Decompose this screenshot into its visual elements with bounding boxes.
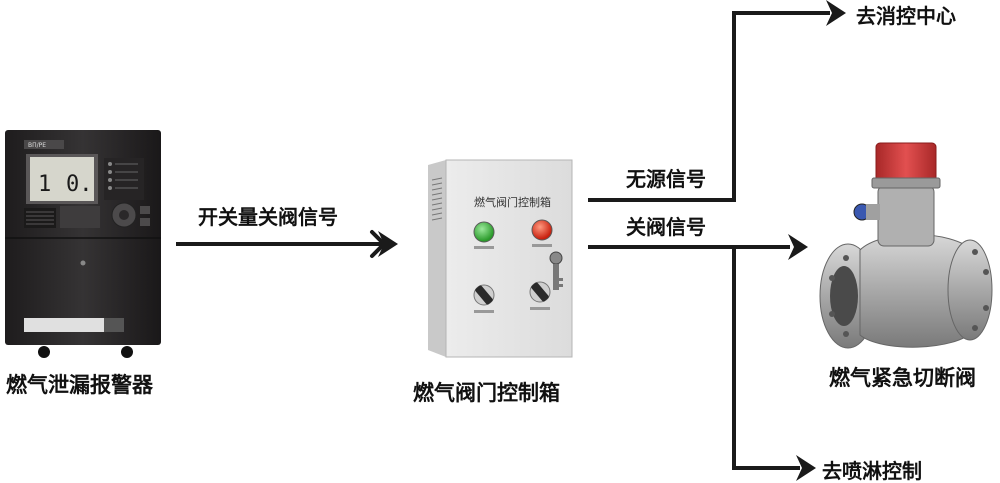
spec-label [24,318,104,332]
green-button [473,221,495,243]
panel-title: 燃气阀门控制箱 [474,195,551,209]
detector-label: 燃气泄漏报警器 [6,373,154,397]
status-indicators [104,158,144,200]
lcd-screen [30,157,94,201]
control-box-label: 燃气阀门控制箱 [413,381,560,405]
detector-foot-left [38,346,50,358]
brand-plate [24,140,64,149]
edge-label-passive-signal: 无源信号 [626,167,706,191]
arrow-detector-to-box [176,230,398,258]
lcd-reading-right: 0. [66,172,93,197]
arrow-to-sprinkler [732,247,816,481]
emergency-shutoff-valve [819,142,993,349]
valve-label: 燃气紧急切断阀 [829,366,976,390]
selector-knob-left [473,284,495,313]
speaker-grille [24,208,56,228]
lcd-reading-left: 1 [38,172,51,197]
keypad [60,202,150,228]
arrow-to-fire-center [588,0,846,202]
gas-leak-detector: ВП/РЕ 1 0. [5,130,161,358]
detector-foot-right [121,346,133,358]
key-icon [549,251,563,290]
destination-fire-center: 去消控中心 [856,4,956,28]
valve-control-box: 燃气阀门控制箱 [428,159,573,358]
red-button [531,219,553,241]
destination-sprinkler: 去喷淋控制 [822,459,922,483]
vent-slots [431,177,443,221]
brand-text: ВП/РЕ [28,142,46,149]
arrow-to-valve [588,234,808,260]
edge-label-close-signal: 关阀信号 [626,215,706,239]
edge-label-switch-signal: 开关量关阀信号 [198,205,338,229]
selector-knob-right [529,281,551,310]
